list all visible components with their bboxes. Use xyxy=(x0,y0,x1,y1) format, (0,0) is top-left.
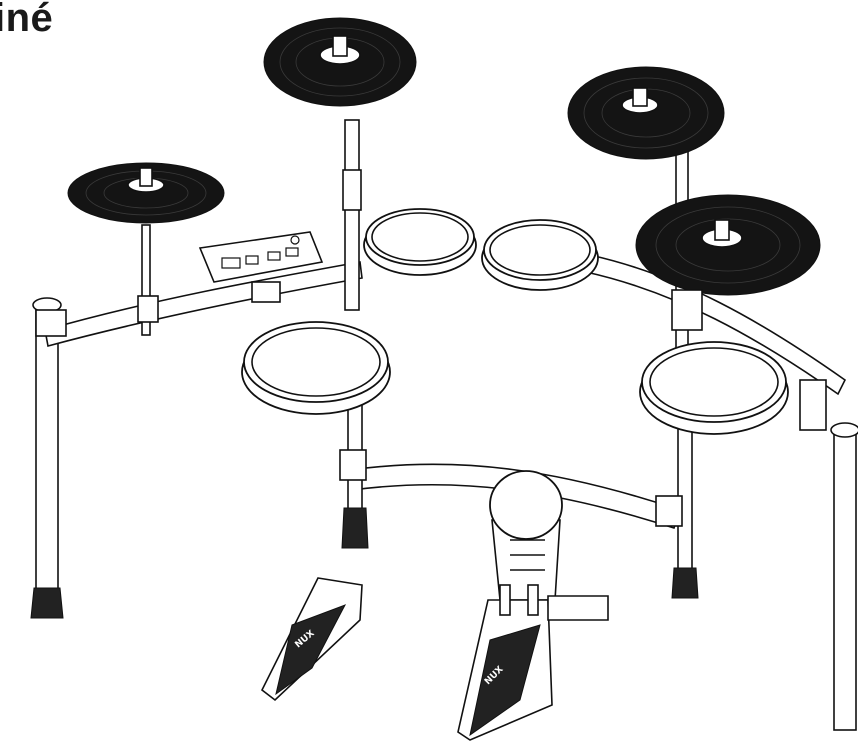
center-cymbal-stand xyxy=(344,119,360,311)
rack-clamps xyxy=(35,281,827,527)
right-rack-leg xyxy=(833,429,857,731)
cymbal-left xyxy=(67,162,225,336)
cymbal-ride xyxy=(635,194,821,296)
tom-pad-2 xyxy=(481,219,599,291)
left-rack-foot xyxy=(30,587,64,619)
snare-pad xyxy=(241,321,391,415)
kick-pad xyxy=(489,470,563,601)
cymbal-top-center xyxy=(263,17,417,107)
center-rack-foot xyxy=(341,507,369,549)
floor-tom-pad xyxy=(639,341,789,435)
cymbal-top-right xyxy=(567,66,725,160)
front-lower-rail xyxy=(349,463,682,530)
hi-hat-pedal: NUX xyxy=(260,577,363,702)
page-title: iné xyxy=(0,0,54,40)
left-rack-leg xyxy=(35,309,59,591)
drum-module xyxy=(198,231,324,283)
right-inner-foot xyxy=(671,567,699,599)
kick-pedal: NUX xyxy=(457,584,609,741)
tom-pad-1 xyxy=(363,208,477,276)
